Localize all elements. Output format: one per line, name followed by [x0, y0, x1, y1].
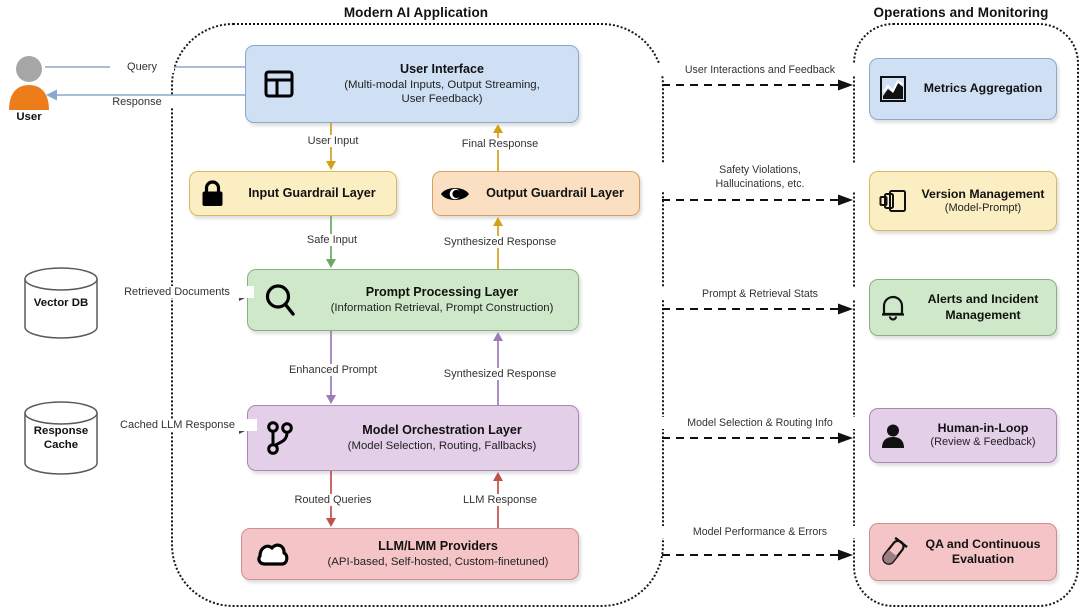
edge-label-cached-llm-response: Cached LLM Response: [98, 419, 257, 431]
node-title: Alerts and Incident: [927, 292, 1039, 307]
operations-and-monitoring-container: [853, 23, 1079, 607]
node-llm-providers-text: LLM/LMM Providers (API-based, Self-hoste…: [304, 539, 578, 569]
git-branch-icon: [248, 421, 312, 455]
datastore-response-cache-line1: Response: [33, 425, 89, 437]
node-title: User Interface: [400, 62, 484, 77]
edge-label-synthesized-response-lower: Synthesized Response: [428, 368, 572, 380]
node-subtitle: Management: [945, 307, 1021, 322]
node-subtitle: (Model Selection, Routing, Fallbacks): [347, 439, 537, 452]
node-llm-lmm-providers[interactable]: LLM/LMM Providers (API-based, Self-hoste…: [241, 528, 579, 580]
edge-label-enhanced-prompt: Enhanced Prompt: [272, 364, 394, 376]
edge-label-routed-queries: Routed Queries: [276, 494, 390, 506]
edge-enhanced-prompt: [324, 331, 338, 405]
edge-label-user-interactions-and-feedback: User Interactions and Feedback: [658, 64, 862, 76]
edge-label-query: Query: [110, 61, 174, 73]
node-alerts-text: Alerts and Incident Management: [916, 292, 1056, 322]
datastore-vector-db[interactable]: [22, 267, 100, 339]
node-human-in-loop[interactable]: Human-in-Loop (Review & Feedback): [869, 408, 1057, 463]
node-user-interface[interactable]: User Interface (Multi-modal Inputs, Outp…: [245, 45, 579, 123]
node-subtitle: (Model-Prompt): [944, 201, 1022, 214]
edge-label-final-response: Final Response: [443, 138, 557, 150]
edge-safety-violations: [662, 194, 854, 206]
edge-label-model-performance-errors: Model Performance & Errors: [658, 526, 862, 538]
bell-icon: [870, 294, 916, 321]
node-subtitle: Evaluation: [951, 552, 1015, 566]
magnifier-icon: [248, 283, 312, 317]
node-version-management-text: Version Management (Model-Prompt): [916, 187, 1056, 216]
node-metrics-aggregation[interactable]: Metrics Aggregation: [869, 58, 1057, 120]
edge-label-prompt-retrieval-stats: Prompt & Retrieval Stats: [658, 288, 862, 300]
edge-label-user-input: User Input: [276, 135, 390, 147]
edge-label-synthesized-response-upper: Synthesized Response: [428, 236, 572, 248]
node-subtitle: (Information Retrieval, Prompt Construct…: [330, 301, 554, 314]
cloud-icon: [242, 541, 304, 567]
edge-prompt-retrieval-stats: [662, 303, 854, 315]
node-subtitle: (Multi-modal Inputs, Output Streaming, U…: [344, 78, 540, 105]
node-title: Prompt Processing Layer: [365, 285, 519, 300]
node-title: Human-in-Loop: [937, 421, 1029, 436]
edge-label-safe-input: Safe Input: [280, 234, 384, 246]
datastore-response-cache[interactable]: [22, 401, 100, 475]
node-title: QA and Continuous: [925, 536, 1041, 551]
node-metrics-aggregation-text: Metrics Aggregation: [916, 81, 1056, 96]
node-qa-text: QA and Continuous Evaluation: [916, 537, 1056, 567]
node-alerts-and-incident-management[interactable]: Alerts and Incident Management: [869, 279, 1057, 336]
edge-user-interactions-and-feedback: [662, 79, 854, 91]
node-model-orchestration-layer[interactable]: Model Orchestration Layer (Model Selecti…: [247, 405, 579, 471]
node-input-guardrail-text: Input Guardrail Layer: [234, 186, 396, 202]
datastore-response-cache-label: Response Cache: [22, 425, 100, 453]
node-subtitle: (API-based, Self-hosted, Custom-finetune…: [327, 555, 549, 568]
node-input-guardrail-layer[interactable]: Input Guardrail Layer: [189, 171, 397, 216]
edge-user-input: [324, 123, 338, 171]
edge-label-model-selection-routing-info: Model Selection & Routing Info: [655, 417, 865, 429]
page-title-modern-ai-application: Modern AI Application: [343, 5, 489, 20]
lock-icon: [190, 180, 234, 207]
node-human-in-loop-text: Human-in-Loop (Review & Feedback): [916, 421, 1056, 450]
node-user-interface-text: User Interface (Multi-modal Inputs, Outp…: [312, 62, 578, 106]
page-title-operations-and-monitoring: Operations and Monitoring: [873, 5, 1049, 20]
node-title: Input Guardrail Layer: [248, 185, 376, 200]
avatar: [5, 52, 53, 110]
person-icon: [870, 423, 916, 449]
node-title: Version Management: [921, 186, 1045, 201]
node-model-orchestration-text: Model Orchestration Layer (Model Selecti…: [312, 423, 578, 453]
edge-label-llm-response: LLM Response: [446, 494, 554, 506]
node-title: Metrics Aggregation: [923, 81, 1043, 96]
node-title: Model Orchestration Layer: [362, 423, 522, 438]
datastore-response-cache-line2: Cache: [43, 438, 79, 451]
layers-stack-icon: [870, 188, 916, 214]
node-prompt-processing-layer[interactable]: Prompt Processing Layer (Information Ret…: [247, 269, 579, 331]
line-chart-icon: [870, 75, 916, 103]
edge-label-retrieved-documents: Retrieved Documents: [100, 286, 254, 298]
node-output-guardrail-text: Output Guardrail Layer: [477, 186, 639, 202]
eye-icon: [433, 184, 477, 204]
edge-label-safety-violations: Safety Violations, Hallucinations, etc.: [660, 164, 860, 192]
test-tube-icon: [870, 536, 916, 567]
edge-model-performance-errors: [662, 549, 854, 561]
user-label: User: [16, 111, 42, 123]
node-title: Output Guardrail Layer: [486, 185, 624, 200]
node-subtitle: (Review & Feedback): [930, 436, 1036, 449]
edge-user-response: [45, 86, 260, 104]
edge-model-selection-routing-info: [662, 432, 854, 444]
dashboard-layout-icon: [246, 68, 312, 100]
node-output-guardrail-layer[interactable]: Output Guardrail Layer: [432, 171, 640, 216]
modern-ai-application-container: [171, 23, 664, 607]
node-title: LLM/LMM Providers: [378, 539, 498, 554]
node-version-management[interactable]: Version Management (Model-Prompt): [869, 171, 1057, 231]
node-qa-and-continuous-evaluation[interactable]: QA and Continuous Evaluation: [869, 523, 1057, 581]
edge-label-response: Response: [95, 96, 179, 108]
datastore-vector-db-label: Vector DB: [33, 297, 89, 309]
node-prompt-processing-text: Prompt Processing Layer (Information Ret…: [312, 285, 578, 315]
